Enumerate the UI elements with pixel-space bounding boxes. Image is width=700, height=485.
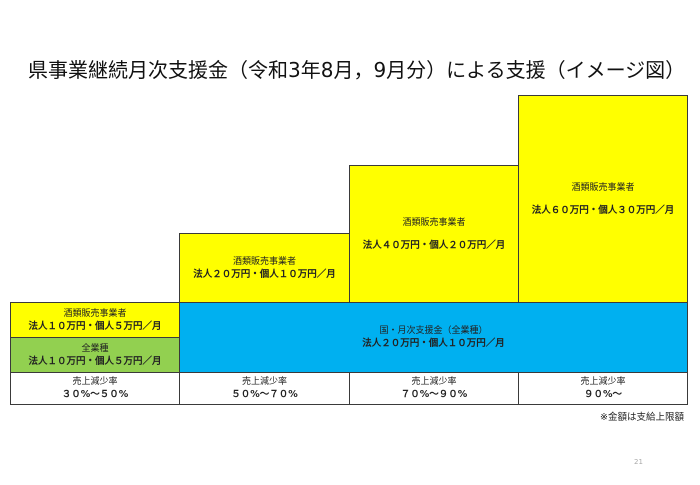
liquor-label: 酒類販売事業者: [232, 256, 296, 267]
liquor-amount: 法人４０万円・個人２０万円／月: [362, 239, 506, 251]
liquor-amount: 法人６０万円・個人３０万円／月: [531, 204, 675, 216]
national-support-box: 国・月次支援金（全業種） 法人２０万円・個人１０万円／月: [179, 302, 688, 373]
sales-decline-range: ５０%～７０%: [231, 389, 298, 400]
all-industries-amount: 法人１０万円・個人５万円／月: [28, 355, 162, 367]
liquor-label: 酒類販売事業者: [571, 182, 635, 193]
sales-decline-cell-1: 売上減少率 ３０%～５０%: [10, 372, 180, 405]
liquor-amount: 法人１０万円・個人５万円／月: [28, 320, 162, 332]
sales-decline-range: ３０%～５０%: [61, 389, 129, 400]
national-label: 国・月次支援金（全業種）: [379, 326, 488, 336]
sales-decline-range: ７０%～９０%: [400, 389, 468, 400]
liquor-support-box-70-90: 酒類販売事業者 法人４０万円・個人２０万円／月: [349, 165, 519, 303]
page-number: 21: [634, 458, 643, 466]
all-industries-support-box: 全業種 法人１０万円・個人５万円／月: [10, 337, 180, 373]
sales-decline-range: ９０%～: [583, 389, 623, 400]
liquor-label: 酒類販売事業者: [63, 308, 127, 319]
page-title: 県事業継続月次支援金（令和3年8月，9月分）による支援（イメージ図）: [28, 58, 686, 82]
sales-decline-label: 売上減少率: [580, 377, 626, 387]
liquor-label: 酒類販売事業者: [402, 217, 466, 228]
sales-decline-label: 売上減少率: [72, 377, 118, 387]
sales-decline-label: 売上減少率: [411, 377, 457, 387]
amount-footnote: ※金額は支給上限額: [600, 412, 684, 423]
liquor-support-box-90: 酒類販売事業者 法人６０万円・個人３０万円／月: [518, 95, 688, 303]
national-amount: 法人２０万円・個人１０万円／月: [362, 338, 505, 349]
sales-decline-label: 売上減少率: [241, 377, 287, 387]
sales-decline-cell-4: 売上減少率 ９０%～: [518, 372, 688, 405]
liquor-support-box-30-50: 酒類販売事業者 法人１０万円・個人５万円／月: [10, 302, 180, 338]
liquor-support-box-50-70: 酒類販売事業者 法人２０万円・個人１０万円／月: [179, 233, 350, 303]
sales-decline-cell-2: 売上減少率 ５０%～７０%: [179, 372, 350, 405]
sales-decline-cell-3: 売上減少率 ７０%～９０%: [349, 372, 519, 405]
all-industries-label: 全業種: [81, 343, 109, 354]
liquor-amount: 法人２０万円・個人１０万円／月: [193, 268, 336, 280]
